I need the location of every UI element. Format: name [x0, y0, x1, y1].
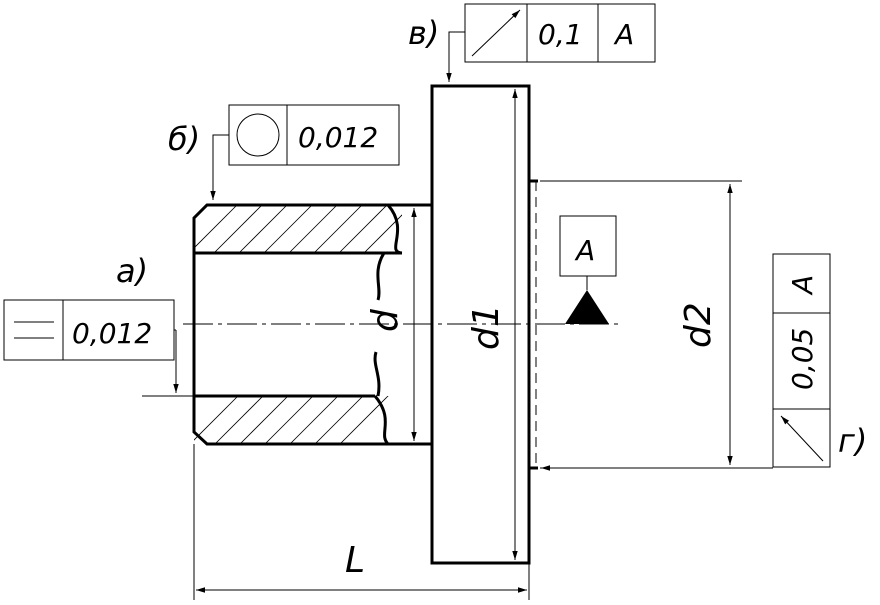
callout-g-frame	[772, 253, 831, 468]
callout-v-marker: в)	[408, 14, 439, 52]
break-line	[373, 204, 403, 446]
callout-g-value: 0,05	[786, 328, 819, 390]
callout-g: A 0,05 г)	[541, 253, 867, 471]
parallelism-icon	[14, 321, 54, 339]
datum-A: A	[559, 215, 617, 324]
hatch-top	[194, 205, 402, 253]
hub-outline	[192, 203, 432, 446]
dim-label-d2: d2	[678, 302, 719, 348]
runout-icon	[780, 415, 824, 462]
datum-box	[559, 215, 617, 277]
part-body	[183, 84, 620, 565]
callout-v: в) 0,1 A	[408, 3, 656, 82]
callout-a-value: 0,012	[72, 317, 152, 350]
callout-b: б) 0,012	[168, 104, 400, 200]
dim-label-L: L	[345, 540, 365, 581]
callout-v-datum: A	[613, 18, 634, 51]
roundness-icon	[236, 113, 280, 157]
callout-g-datum: A	[786, 275, 819, 296]
callout-v-frame	[464, 3, 656, 63]
callout-b-marker: б)	[168, 120, 200, 158]
callout-a-marker: а)	[116, 252, 148, 290]
dim-label-d: d	[365, 308, 406, 332]
datum-letter: A	[574, 234, 595, 267]
dim-label-d1: d1	[466, 304, 507, 350]
dimensions: L d d1 d2	[193, 89, 742, 600]
callout-v-value: 0,1	[538, 18, 583, 51]
callout-b-value: 0,012	[298, 121, 378, 154]
callout-a: а) 0,012	[3, 252, 196, 397]
runout-icon	[471, 9, 521, 57]
hatch-bottom	[194, 396, 389, 444]
callout-g-marker: г)	[838, 422, 867, 460]
datum-triangle	[565, 290, 609, 324]
